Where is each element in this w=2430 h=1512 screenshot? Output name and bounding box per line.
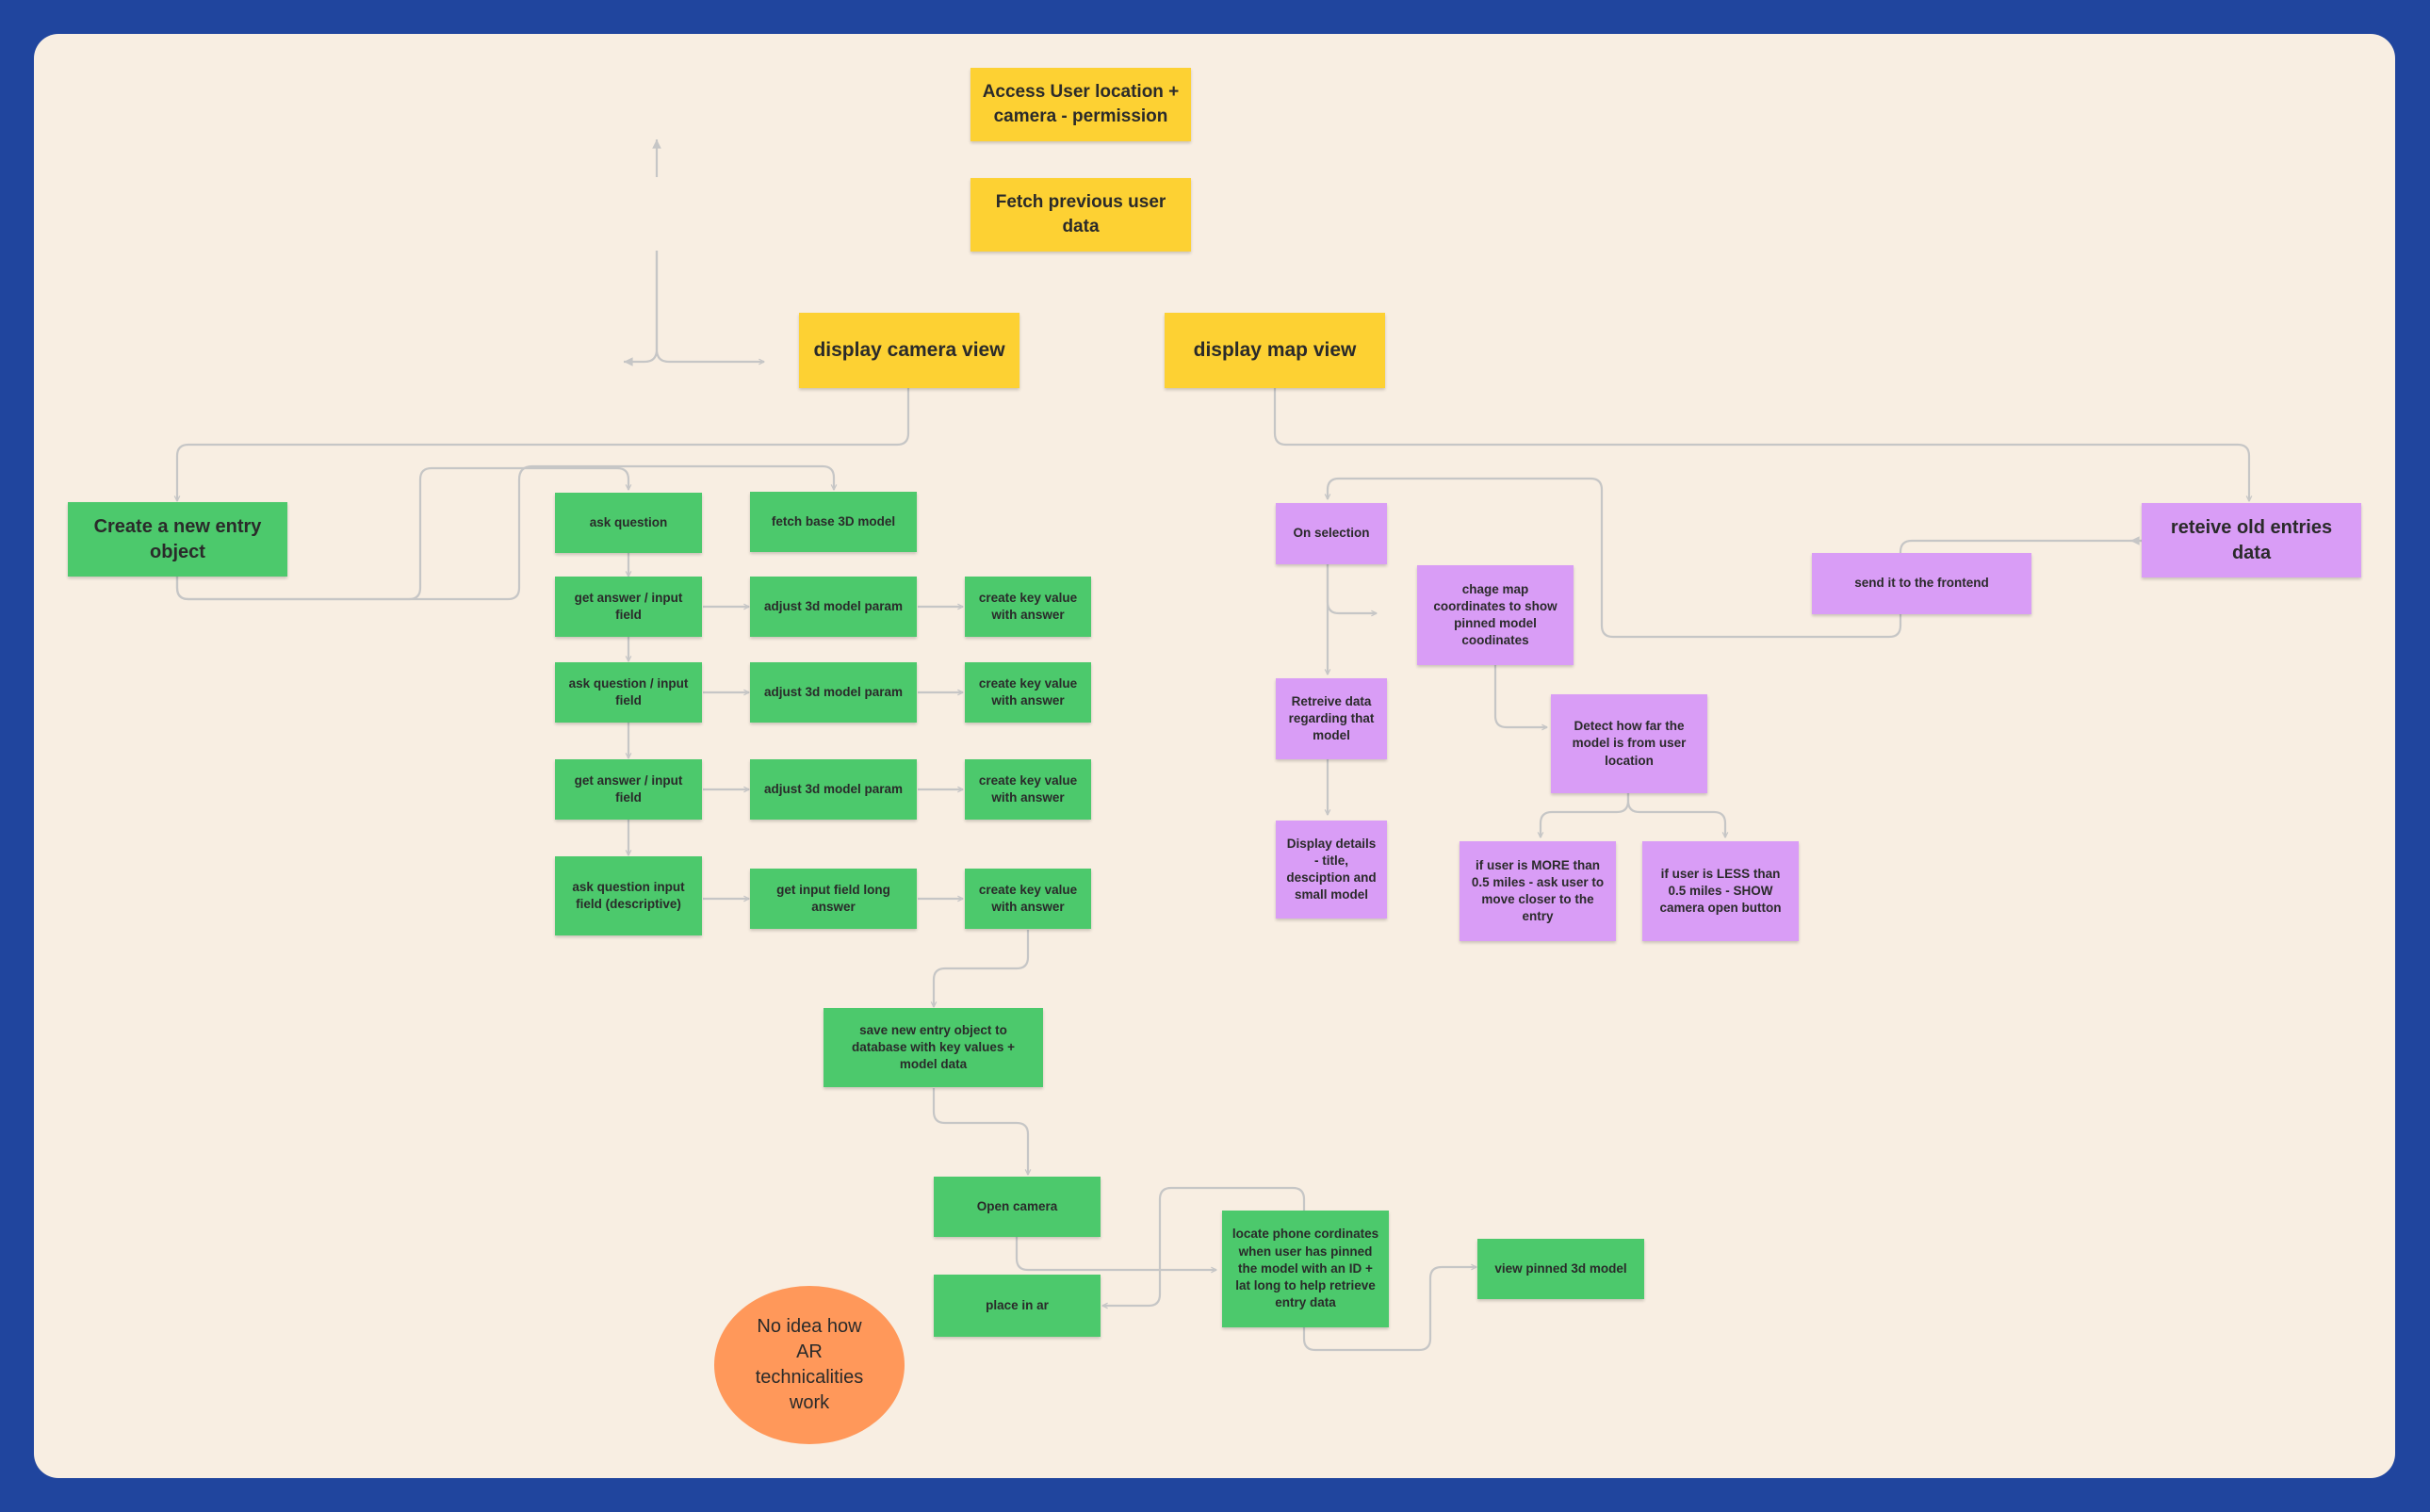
whiteboard-canvas: Access User location + camera - permissi… — [34, 34, 2395, 1478]
fetch-base-model-note[interactable]: fetch base 3D model — [750, 492, 917, 552]
adjust-param-note-3[interactable]: adjust 3d model param — [750, 759, 917, 820]
get-answer-note-1[interactable]: get answer / input field — [555, 577, 702, 637]
ask-question-descriptive-note[interactable]: ask question input field (descriptive) — [555, 856, 702, 935]
connector-map-retrieve-old — [1273, 388, 2249, 501]
connector-open-locate — [1015, 1237, 1216, 1270]
retrieve-old-entries-note[interactable]: reteive old entries data — [2142, 503, 2361, 577]
get-answer-note-2[interactable]: get answer / input field — [555, 759, 702, 820]
locate-phone-note[interactable]: locate phone cordinates when user has pi… — [1222, 1211, 1389, 1327]
display-map-note[interactable]: display map view — [1165, 313, 1385, 388]
connector-lines — [34, 139, 2395, 1352]
create-kv-note-2[interactable]: create key value with answer — [965, 662, 1091, 723]
send-frontend-note[interactable]: send it to the frontend — [1812, 553, 2031, 614]
display-camera-note[interactable]: display camera view — [799, 313, 1019, 388]
connector-fetch-camera — [624, 251, 659, 366]
save-entry-note[interactable]: save new entry object to database with k… — [824, 1008, 1043, 1087]
adjust-param-note-2[interactable]: adjust 3d model param — [750, 662, 917, 723]
connector-fetch-map — [655, 251, 764, 362]
adjust-param-note-1[interactable]: adjust 3d model param — [750, 577, 917, 637]
more-than-note[interactable]: if user is MORE than 0.5 miles - ask use… — [1460, 841, 1616, 941]
connector-kv-save — [934, 930, 1030, 1007]
fetch-previous-note[interactable]: Fetch previous user data — [970, 178, 1191, 252]
no-idea-circle[interactable]: No idea how AR technicalities work — [714, 1286, 905, 1444]
connector-change-detect — [1493, 665, 1547, 727]
connector-selection-change — [1326, 564, 1377, 613]
connector-detect-more — [1541, 793, 1630, 837]
create-entry-note[interactable]: Create a new entry object — [68, 502, 287, 577]
get-long-answer-note[interactable]: get input field long answer — [750, 869, 917, 929]
connector-locate-view — [1302, 1267, 1476, 1352]
display-details-note[interactable]: Display details - title, desciption and … — [1276, 821, 1387, 919]
connector-camera-create — [177, 388, 910, 501]
retrieve-data-note[interactable]: Retreive data regarding that model — [1276, 678, 1387, 759]
less-than-note[interactable]: if user is LESS than 0.5 miles - SHOW ca… — [1642, 841, 1799, 941]
open-camera-note[interactable]: Open camera — [934, 1177, 1101, 1237]
ask-question-input-note[interactable]: ask question / input field — [555, 662, 702, 723]
connector-detect-less — [1626, 793, 1725, 837]
connector-locate-place — [1102, 1186, 1306, 1306]
create-kv-note-1[interactable]: create key value with answer — [965, 577, 1091, 637]
change-map-note[interactable]: chage map coordinates to show pinned mod… — [1417, 565, 1574, 665]
connector-save-open — [932, 1088, 1028, 1175]
connector-send-selection — [1328, 477, 1902, 639]
on-selection-note[interactable]: On selection — [1276, 503, 1387, 564]
connector-create-fetch-model — [175, 464, 834, 601]
detect-distance-note[interactable]: Detect how far the model is from user lo… — [1551, 694, 1707, 793]
create-kv-note-4[interactable]: create key value with answer — [965, 869, 1091, 929]
connector-retrieve-send — [1899, 539, 2143, 554]
access-location-note[interactable]: Access User location + camera - permissi… — [970, 68, 1191, 141]
view-pinned-note[interactable]: view pinned 3d model — [1477, 1239, 1644, 1299]
place-in-ar-note[interactable]: place in ar — [934, 1275, 1101, 1337]
ask-question-note[interactable]: ask question — [555, 493, 702, 553]
create-kv-note-3[interactable]: create key value with answer — [965, 759, 1091, 820]
